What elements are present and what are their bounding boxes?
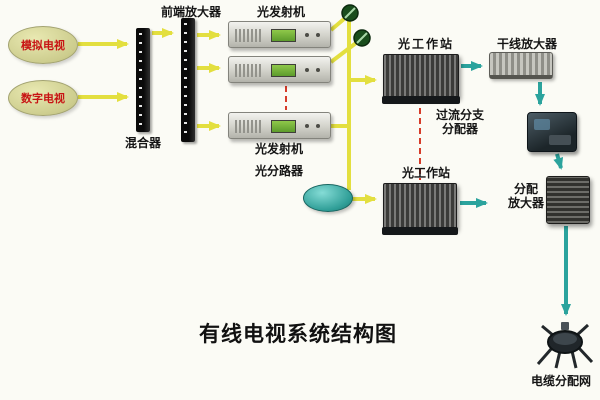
dist-amp-label: 分配 放大器 [504, 182, 548, 211]
node-trunk-amp [489, 52, 553, 79]
tx-knob [305, 68, 309, 72]
node-front-amp [181, 18, 195, 142]
tx-vents [235, 29, 262, 42]
node-optical-transmitter-1 [228, 21, 331, 48]
front-amp-ticks [184, 23, 187, 137]
mixer-ticks [139, 33, 142, 127]
node-optical-transmitter-3 [228, 112, 331, 139]
tx-screen [271, 64, 296, 77]
node-dist-amp [546, 176, 590, 224]
opt-tx-top-label: 光发射机 [256, 5, 305, 19]
node-digital-tv: 数字电视 [8, 80, 78, 116]
dist-amp-label-line1: 分配 [513, 182, 538, 196]
wire-ocsplitter-to-distamp [553, 153, 564, 170]
yellow-wires [78, 17, 377, 204]
tx-knob [316, 68, 320, 72]
cable-net-device [536, 322, 594, 369]
tx-knob [316, 124, 320, 128]
node-analog-tv: 模拟电视 [8, 26, 78, 64]
wire-tx1-to-port1 [329, 17, 346, 32]
front-amp-label: 前端放大器 [160, 5, 221, 19]
station-base [382, 96, 460, 104]
node-mixer [136, 28, 150, 132]
tx-knob [305, 33, 309, 37]
tx-knob [305, 124, 309, 128]
node-oc-splitter [527, 112, 577, 152]
cable-net-label: 电缆分配网 [530, 374, 591, 388]
node-optical-station-1 [382, 54, 460, 104]
diagram-title: 有线电视系统结构图 [199, 323, 397, 346]
dist-amp-label-line2: 放大器 [507, 196, 544, 211]
tx-knob [316, 33, 320, 37]
analog-tv-label: 模拟电视 [21, 40, 65, 52]
node-optical-transmitter-2 [228, 56, 331, 83]
tx-screen [271, 120, 296, 133]
opt-tx-bottom-label: 光发射机 [254, 142, 303, 156]
station-base [382, 227, 458, 235]
node-cable-net [532, 320, 598, 379]
mixer-label: 混合器 [124, 136, 161, 150]
trunk-amp-label: 干线放大器 [496, 37, 557, 51]
node-optical-splitter [303, 184, 353, 212]
opt-station-2-label: 光工作站 [401, 166, 450, 180]
oc-splitter-label-line2: 分配器 [441, 122, 478, 137]
optical-port-icons [341, 4, 371, 47]
oc-splitter-label-line1: 过流分支 [435, 108, 484, 122]
opt-splitter-label: 光分路器 [254, 164, 303, 178]
tx-vents [235, 120, 262, 133]
teal-wires [460, 61, 571, 316]
digital-tv-label: 数字电视 [21, 93, 65, 105]
tx-screen [271, 29, 296, 42]
oc-splitter-label: 过流分支 分配器 [426, 108, 494, 137]
opt-station-1-label: 光工作站 [397, 37, 454, 51]
tx-vents [235, 64, 262, 77]
red-dashed-wires [285, 86, 421, 180]
node-optical-station-2 [382, 183, 458, 235]
wire-tx2-to-port2 [329, 41, 358, 64]
